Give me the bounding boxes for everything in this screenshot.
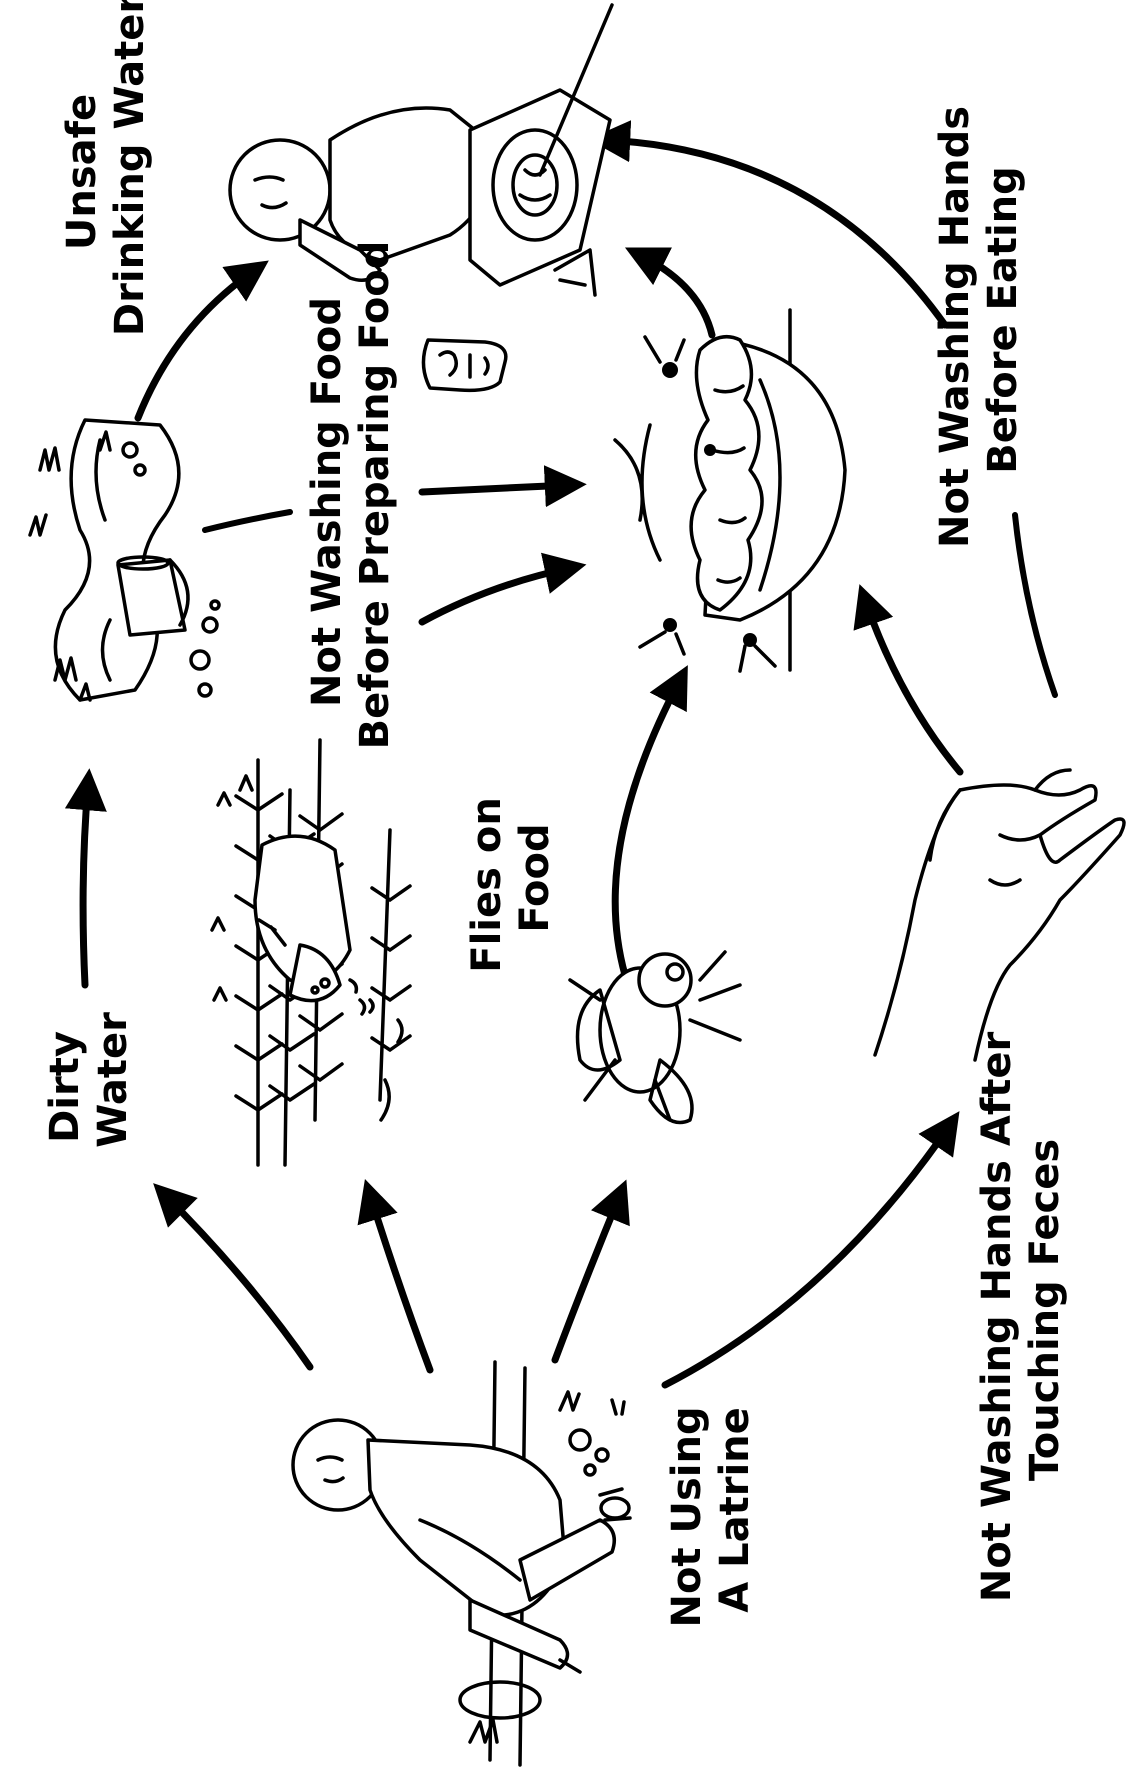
arrow-dirty-water-to-stream xyxy=(64,768,107,989)
label-line: Before Preparing Food xyxy=(352,241,398,750)
arrow-fly-to-food xyxy=(611,665,688,979)
line-hands-eating-to-food xyxy=(1012,512,1058,698)
arrow-latrine-to-dirty-water xyxy=(153,1183,314,1371)
dirty-hand-illustration xyxy=(873,768,1126,1062)
label-line: Dirty xyxy=(42,1031,88,1143)
label-dirty-water: Dirty Water xyxy=(42,1012,136,1148)
label-not-washing-hands-after-feces: Not Washing Hands After Touching Feces xyxy=(974,1018,1068,1603)
arrow-eating-to-person xyxy=(588,120,949,329)
label-flies-on-food: Flies on Food xyxy=(464,783,558,973)
svg-text:Not Washing Food Before: Not Washing Food Before Preparing Food xyxy=(304,241,398,750)
svg-text:Not Washing Hands After: Not Washing Hands After Touching Feces xyxy=(974,1018,1068,1602)
label-line: Not Washing Food xyxy=(304,297,350,707)
label-unsafe-drinking-water: Unsafe Drinking Water xyxy=(59,0,153,336)
arrow-latrine-to-fly xyxy=(551,1179,630,1364)
arrow-hand-to-food xyxy=(853,584,964,776)
arrows xyxy=(64,120,1058,1389)
svg-text:Dirty Water: Dirty Water xyxy=(42,1012,136,1148)
arrow-latrine-to-field xyxy=(357,1178,434,1374)
arrow-washing-food-bottom xyxy=(418,552,587,626)
label-line: Touching Feces xyxy=(1022,1139,1068,1481)
arrow-washing-food-top xyxy=(418,465,587,508)
person-eating-illustration xyxy=(228,3,614,297)
label-not-using-latrine: Not Using A Latrine xyxy=(664,1392,758,1627)
label-line: Unsafe xyxy=(59,94,105,250)
arrow-stream-to-person xyxy=(134,260,269,422)
line-stream-to-label xyxy=(202,509,293,533)
svg-text:Not Using A Latrine: Not Using A Latrine xyxy=(664,1392,758,1627)
svg-text:Not Washing Hands Before: Not Washing Hands Before Eating xyxy=(932,92,1026,548)
food-bowl-with-flies-illustration xyxy=(613,308,847,673)
drinking-cup-illustration xyxy=(421,338,508,393)
label-line: Not Using xyxy=(664,1406,710,1627)
label-line: Drinking Water xyxy=(107,0,153,336)
svg-text:Flies on Food: Flies on Food xyxy=(464,783,558,973)
label-line: A Latrine xyxy=(712,1407,758,1613)
arrow-food-to-person xyxy=(624,247,716,339)
label-line: Water xyxy=(90,1012,136,1148)
label-line: Flies on xyxy=(464,797,510,973)
fly-illustration xyxy=(568,950,742,1125)
label-line: Not Washing Hands After xyxy=(974,1032,1020,1603)
label-line: Not Washing Hands xyxy=(932,106,978,548)
label-line: Food xyxy=(512,823,558,932)
svg-text:Unsafe Drinking Water: Unsafe Drinking Water xyxy=(59,0,153,336)
label-not-washing-food: Not Washing Food Before Preparing Food xyxy=(304,241,398,750)
label-line: Before Eating xyxy=(980,166,1026,474)
person-squatting-illustration xyxy=(291,1360,632,1767)
pig-in-crops-illustration xyxy=(210,738,412,1167)
arrow-latrine-to-hand xyxy=(661,1111,960,1389)
label-not-washing-hands-before-eating: Not Washing Hands Before Eating xyxy=(932,92,1026,548)
stream-with-bucket-illustration xyxy=(28,418,221,702)
